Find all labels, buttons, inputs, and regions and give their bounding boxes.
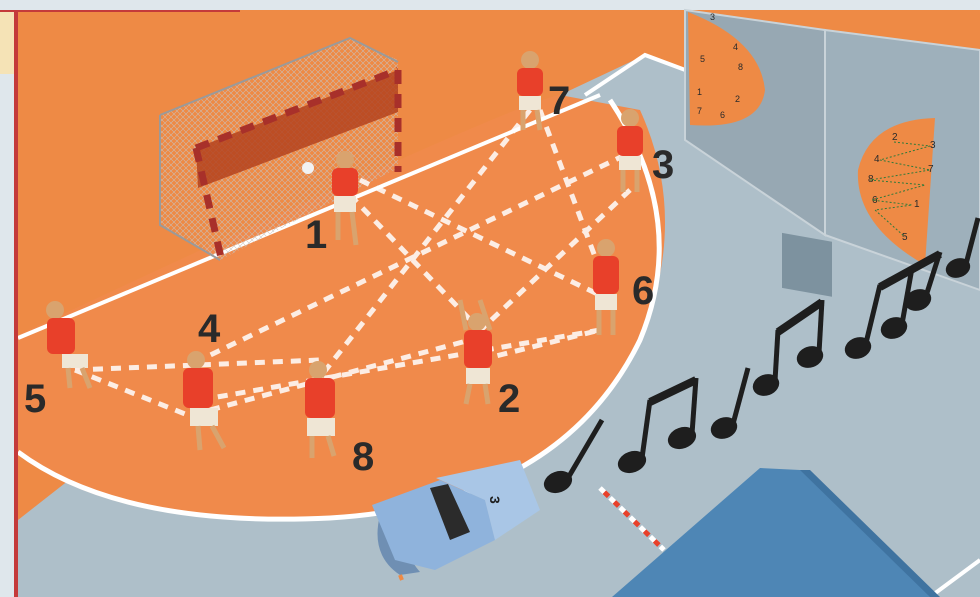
svg-text:2: 2: [892, 132, 898, 143]
player-label-8: 8: [352, 435, 374, 479]
player-label-2: 2: [498, 377, 520, 421]
svg-text:3: 3: [930, 140, 936, 151]
svg-text:3: 3: [710, 12, 715, 22]
svg-text:4: 4: [733, 42, 738, 52]
svg-text:1: 1: [914, 199, 920, 210]
svg-text:7: 7: [697, 106, 702, 116]
svg-text:6: 6: [720, 110, 725, 120]
player-label-6: 6: [632, 269, 654, 313]
svg-text:8: 8: [738, 62, 743, 72]
svg-text:4: 4: [874, 154, 880, 165]
player-label-3: 3: [652, 143, 674, 187]
player-label-5: 5: [24, 377, 46, 421]
svg-text:1: 1: [697, 87, 702, 97]
player-label-7: 7: [548, 79, 570, 123]
svg-text:5: 5: [700, 54, 705, 64]
svg-text:5: 5: [902, 232, 908, 243]
whistle-label: 3: [487, 496, 503, 504]
svg-text:2: 2: [735, 94, 740, 104]
corner-tab: [0, 12, 14, 74]
player-label-4: 4: [198, 307, 221, 351]
player-label-1: 1: [305, 213, 327, 257]
left-border: [14, 10, 18, 597]
